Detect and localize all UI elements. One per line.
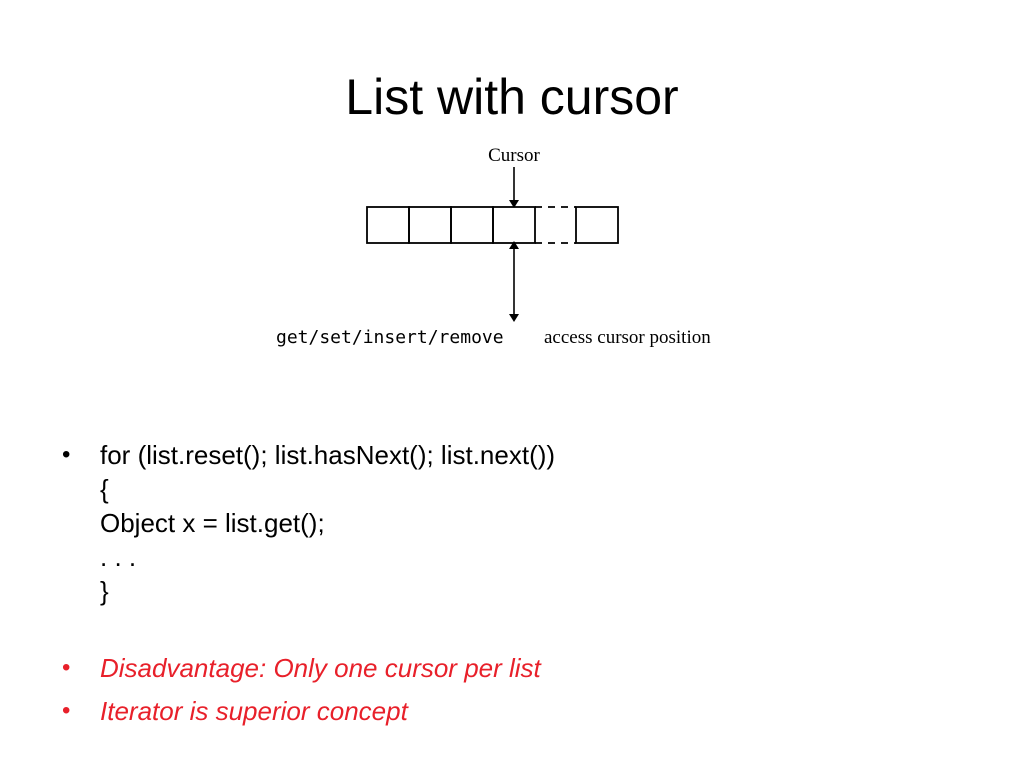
slide-title: List with cursor (345, 69, 679, 125)
bullet-code-loop: • for (list.reset(); list.hasNext(); lis… (62, 438, 555, 608)
list-cell (408, 206, 452, 244)
code-example: for (list.reset(); list.hasNext(); list.… (100, 438, 555, 608)
code-line: . . . (100, 542, 137, 572)
operations-label: get/set/insert/remove (276, 327, 504, 348)
bullet-marker: • (62, 441, 71, 468)
list-cell-last (575, 206, 619, 244)
bullet-text: Disadvantage: Only one cursor per list (100, 653, 541, 683)
bullet-iterator: • Iterator is superior concept (62, 694, 408, 728)
access-label: access cursor position (544, 327, 711, 348)
code-line: { (100, 474, 109, 504)
bullet-disadvantage: • Disadvantage: Only one cursor per list (62, 651, 541, 685)
list-cell (366, 206, 410, 244)
code-line: for (list.reset(); list.hasNext(); list.… (100, 440, 556, 470)
bullet-marker: • (62, 654, 71, 681)
bullet-marker: • (62, 697, 71, 724)
code-line: } (100, 576, 109, 606)
list-cell (450, 206, 494, 244)
list-cells (366, 206, 619, 244)
list-cell-cursor (492, 206, 536, 244)
cursor-label: Cursor (488, 145, 540, 166)
code-line: Object x = list.get(); (100, 508, 325, 538)
bullet-text: Iterator is superior concept (100, 696, 408, 726)
